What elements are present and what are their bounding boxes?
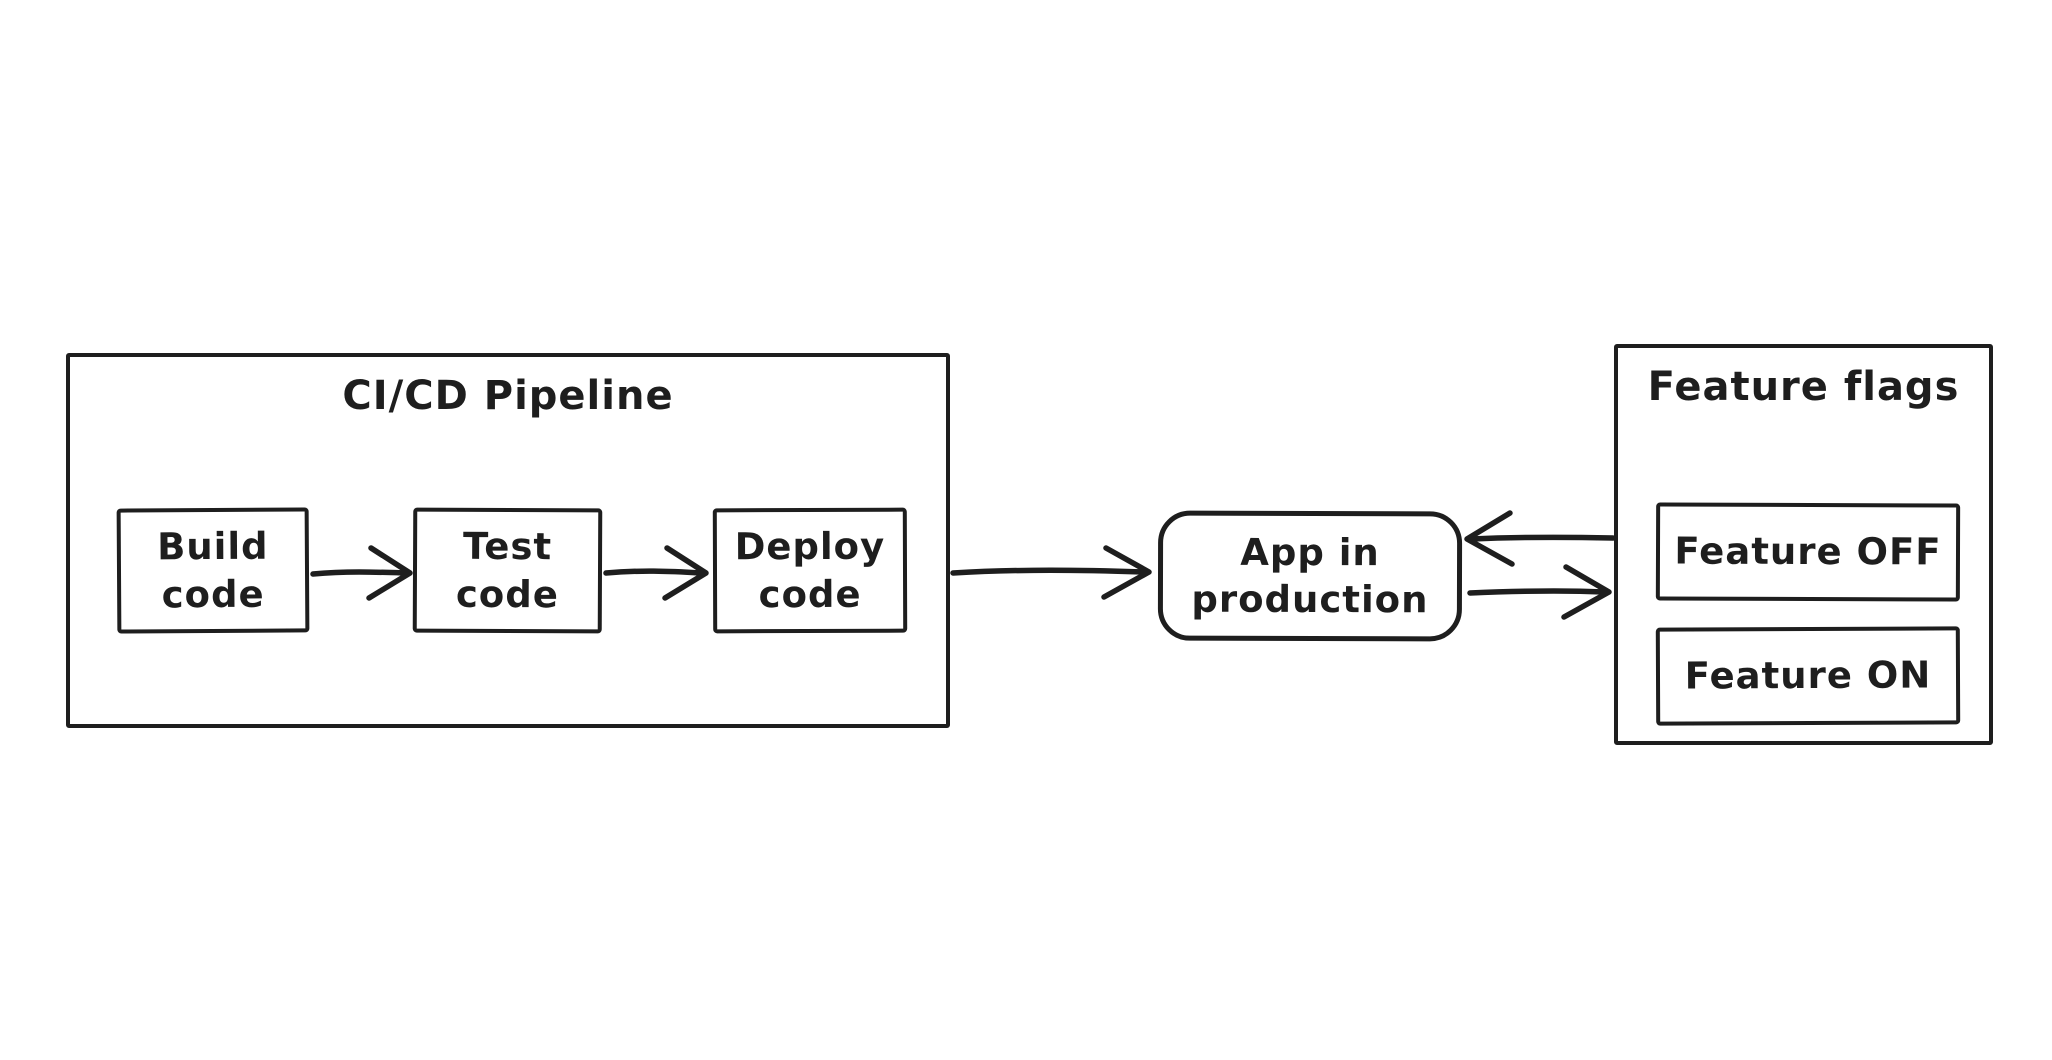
build-code-node: Build code bbox=[116, 507, 310, 634]
feature-on-label: Feature ON bbox=[1684, 653, 1932, 698]
feature-off-label: Feature OFF bbox=[1674, 529, 1942, 574]
app-label-line1: App in bbox=[1240, 530, 1380, 574]
app-in-production-node: App in production bbox=[1157, 510, 1463, 642]
feature-flags-title: Feature flags bbox=[1647, 364, 1960, 410]
arrow-featureflags-to-app bbox=[1464, 510, 1616, 567]
feature-off-node: Feature OFF bbox=[1655, 502, 1961, 602]
test-code-label-line2: code bbox=[455, 572, 559, 616]
test-code-label-line1: Test bbox=[462, 524, 553, 569]
deploy-code-label-line2: code bbox=[758, 572, 862, 616]
build-code-label-line1: Build bbox=[157, 524, 269, 569]
feature-on-node: Feature ON bbox=[1655, 626, 1961, 726]
cicd-pipeline-group: CI/CD Pipeline bbox=[66, 353, 950, 728]
app-label-line2: production bbox=[1191, 577, 1429, 622]
test-code-node: Test code bbox=[412, 507, 603, 634]
arrow-app-to-featureflags bbox=[1467, 564, 1612, 620]
cicd-pipeline-title: CI/CD Pipeline bbox=[342, 373, 674, 419]
build-code-label-line2: code bbox=[161, 572, 265, 616]
feature-flags-group: Feature flags bbox=[1614, 344, 1993, 745]
deploy-code-node: Deploy code bbox=[712, 507, 908, 634]
deploy-code-label-line1: Deploy bbox=[734, 524, 886, 569]
arrow-pipeline-to-app bbox=[950, 545, 1152, 600]
